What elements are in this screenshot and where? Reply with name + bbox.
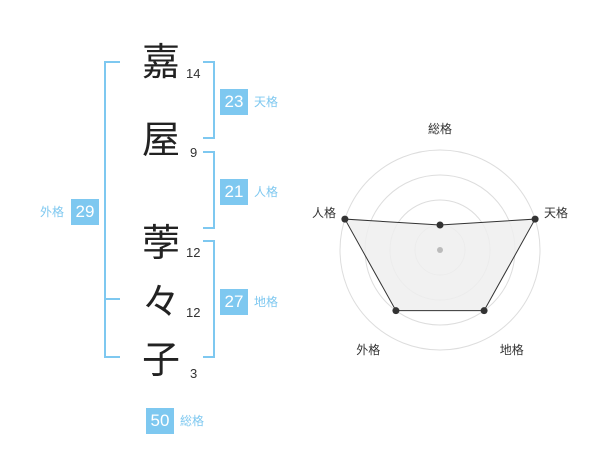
- gaikaku-bracket-tick: [104, 298, 120, 300]
- gaikaku-label: 外格: [40, 205, 65, 219]
- name-char-3: 荸: [141, 221, 180, 265]
- name-char-5: 子: [141, 338, 180, 382]
- gaikaku-badge: 29: [71, 199, 99, 225]
- radar-ring-4: [339, 149, 541, 351]
- stroke-count-4: 12: [186, 305, 201, 320]
- radar-center-dot: [437, 247, 443, 253]
- chikaku-label: 地格: [254, 295, 279, 309]
- stroke-count-2: 9: [190, 145, 198, 160]
- radar-point-3: [480, 307, 488, 315]
- tenkaku-label: 天格: [254, 95, 279, 109]
- stroke-count-3: 12: [186, 245, 201, 260]
- stroke-count-1: 14: [186, 66, 201, 81]
- name-char-1: 嘉: [141, 40, 180, 84]
- name-char-4: 々: [141, 280, 180, 324]
- jinkaku-bracket: [203, 151, 215, 229]
- chikaku-badge: 27: [220, 289, 248, 315]
- radar-series-polygon: [344, 218, 536, 312]
- radar-axis-label-5: 人格: [311, 206, 336, 221]
- radar-point-4: [392, 307, 400, 315]
- chikaku-bracket: [203, 240, 215, 358]
- soukaku-label: 総格: [180, 414, 205, 428]
- radar-point-1: [436, 221, 444, 229]
- name-char-2: 屋: [141, 118, 180, 162]
- jinkaku-label: 人格: [254, 185, 279, 199]
- tenkaku-bracket: [203, 61, 215, 139]
- radar-point-5: [341, 215, 349, 223]
- radar-axis-label-1: 総格: [428, 122, 453, 136]
- jinkaku-badge: 21: [220, 179, 248, 205]
- soukaku-badge: 50: [146, 408, 174, 434]
- stroke-count-5: 3: [190, 366, 198, 381]
- radar-axis-label-4: 外格: [356, 342, 381, 357]
- radar-axis-label-2: 天格: [544, 206, 569, 221]
- tenkaku-badge: 23: [220, 89, 248, 115]
- radar-chart: [339, 149, 541, 351]
- radar-axis-label-3: 地格: [499, 342, 524, 357]
- gaikaku-bracket: [104, 61, 120, 358]
- radar-point-2: [531, 215, 539, 223]
